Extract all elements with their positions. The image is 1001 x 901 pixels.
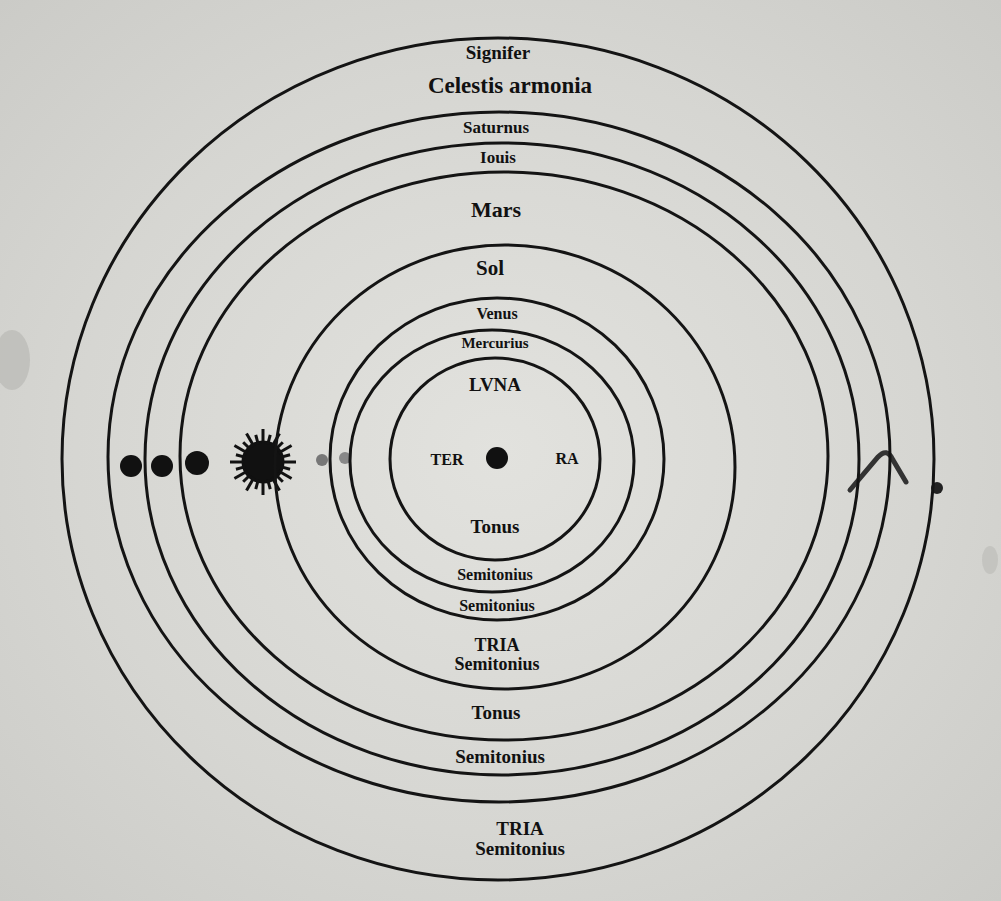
interval-name: Semitonius xyxy=(459,598,535,615)
sphere-band: SaturnusIouisSemitonius MarsTonus SolTRIA … xyxy=(104,108,894,806)
sphere-band: IouisSemitonius MarsTonus SolTRIA Semitoni… xyxy=(141,139,863,779)
sphere-name: Sol xyxy=(476,257,504,279)
sphere-band: SigniferCelestis armoniaTRIA SemitoniusS… xyxy=(58,34,938,884)
interval-name: Tonus xyxy=(472,703,521,723)
sphere-name: Mercurius xyxy=(461,336,528,352)
sphere-name: LVNA xyxy=(469,375,521,395)
sphere-band: SolTRIA SemitoniusVenusSemitoniusMercuri… xyxy=(271,241,739,693)
earth-label: TER xyxy=(431,452,464,469)
sphere-name: Signifer xyxy=(466,43,530,63)
sphere-name: Iouis xyxy=(480,149,516,167)
sphere-band: MercuriusSemitonius LVNA Tonus xyxy=(346,326,638,596)
interval-name: Semitonius xyxy=(457,567,533,584)
interval-name: Tonus xyxy=(471,517,520,537)
sphere-outline xyxy=(141,139,863,779)
earth-label: RA xyxy=(555,451,578,468)
sphere-band: MarsTonus SolTRIA Semitonius VenusSemitoni… xyxy=(176,168,832,744)
interval-name: Celestis armonia xyxy=(428,74,592,98)
sphere-name: Venus xyxy=(476,306,517,323)
interval-name: Semitonius xyxy=(455,747,545,767)
sphere-name: Mars xyxy=(471,198,521,221)
sphere-name: Saturnus xyxy=(463,119,529,137)
interval-name: TRIA Semitonius xyxy=(475,819,565,859)
earth-dot xyxy=(482,443,512,473)
sphere-band: VenusSemitonius MercuriusSemitonius LVNA To… xyxy=(326,294,668,624)
interval-name: TRIA Semitonius xyxy=(454,636,539,674)
